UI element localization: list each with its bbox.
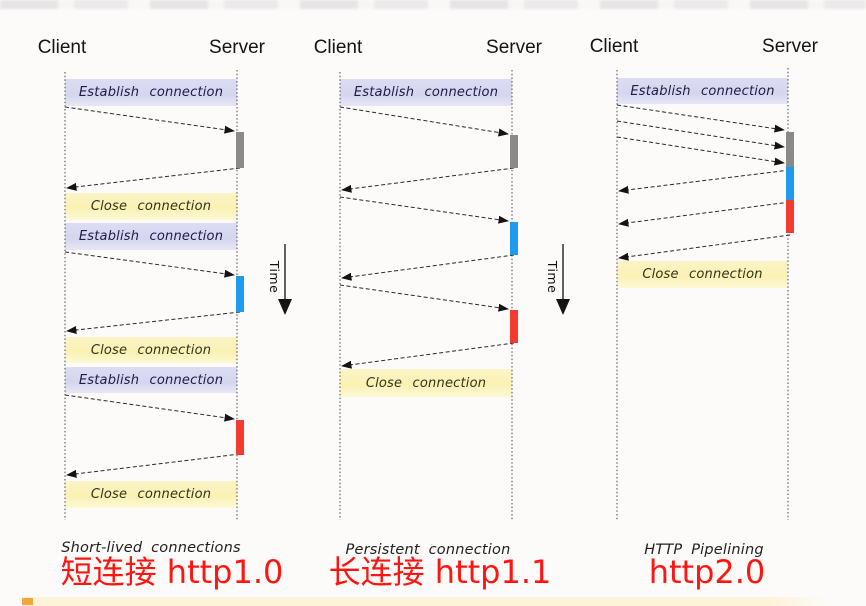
server-processing-bar-gray	[510, 135, 518, 168]
col3-client-label: Client	[589, 36, 639, 57]
server-processing-bar-red	[786, 200, 794, 233]
col1-messages	[64, 106, 244, 478]
request-arrow	[616, 136, 785, 166]
server-processing-bar-red	[236, 420, 244, 455]
time-arrow-1	[278, 244, 292, 315]
time-axis-arrowhead-icon	[278, 299, 292, 315]
col3-annotation: http2.0	[648, 553, 766, 591]
time-axis-label: Time	[267, 260, 282, 294]
response-arrow	[66, 311, 241, 334]
col1-client-label: Client	[37, 37, 87, 58]
establish-connection-band: Establish connection	[65, 367, 237, 393]
time-axis-arrowhead-icon	[556, 299, 570, 315]
col3-caption: HTTP Pipelining	[644, 542, 764, 558]
response-arrow	[618, 201, 791, 227]
response-arrow	[341, 254, 515, 281]
close-connection-band: Close connection	[65, 193, 237, 220]
request-arrow	[64, 251, 235, 278]
col3-server-label: Server	[762, 36, 818, 57]
establish-connection-band: Establish connection	[65, 79, 237, 106]
response-arrow	[618, 234, 791, 261]
time-arrow-2	[556, 244, 570, 315]
col1-server-label: Server	[209, 37, 265, 58]
response-arrow	[66, 453, 241, 478]
request-arrow	[616, 120, 785, 150]
request-arrow	[64, 394, 235, 422]
col1-annotation: 短连接 http1.0	[60, 553, 284, 591]
response-arrow	[66, 167, 241, 191]
col2-caption: Persistent connection	[345, 542, 511, 558]
close-connection-band: Close connection	[65, 481, 237, 508]
col2-annotation: 长连接 http1.1	[328, 553, 552, 591]
server-processing-bar-gray	[236, 132, 244, 168]
establish-connection-band: Establish connection	[65, 223, 237, 250]
response-arrow	[618, 169, 791, 194]
col2-server-label: Server	[486, 37, 542, 58]
col2-client-label: Client	[313, 37, 363, 58]
response-arrow	[341, 167, 515, 193]
col1-caption: Short-lived connections	[61, 540, 241, 556]
request-arrow	[339, 284, 509, 312]
request-arrow	[616, 104, 785, 133]
close-connection-band: Close connection	[340, 369, 512, 397]
server-processing-bar-red	[510, 310, 518, 343]
cropped-slide-text-remnant	[0, 0, 866, 9]
lifelines	[64, 68, 789, 520]
request-arrow	[339, 106, 509, 137]
server-processing-bar-gray	[786, 132, 794, 167]
establish-connection-band: Establish connection	[340, 79, 512, 106]
server-processing-bar-blue	[510, 222, 518, 255]
request-arrow	[64, 106, 235, 134]
col2-messages	[339, 106, 518, 369]
cropped-highlight-strip	[22, 597, 832, 606]
response-arrow	[341, 342, 515, 369]
col3-messages	[616, 104, 794, 261]
server-processing-bar-blue	[786, 167, 794, 200]
time-axis-label: Time	[545, 260, 560, 294]
request-arrow	[339, 196, 509, 224]
establish-connection-band: Establish connection	[617, 78, 788, 104]
bullet-marker-icon	[22, 598, 33, 605]
close-connection-band: Close connection	[65, 337, 237, 363]
server-processing-bar-blue	[236, 276, 244, 312]
close-connection-band: Close connection	[617, 261, 788, 288]
